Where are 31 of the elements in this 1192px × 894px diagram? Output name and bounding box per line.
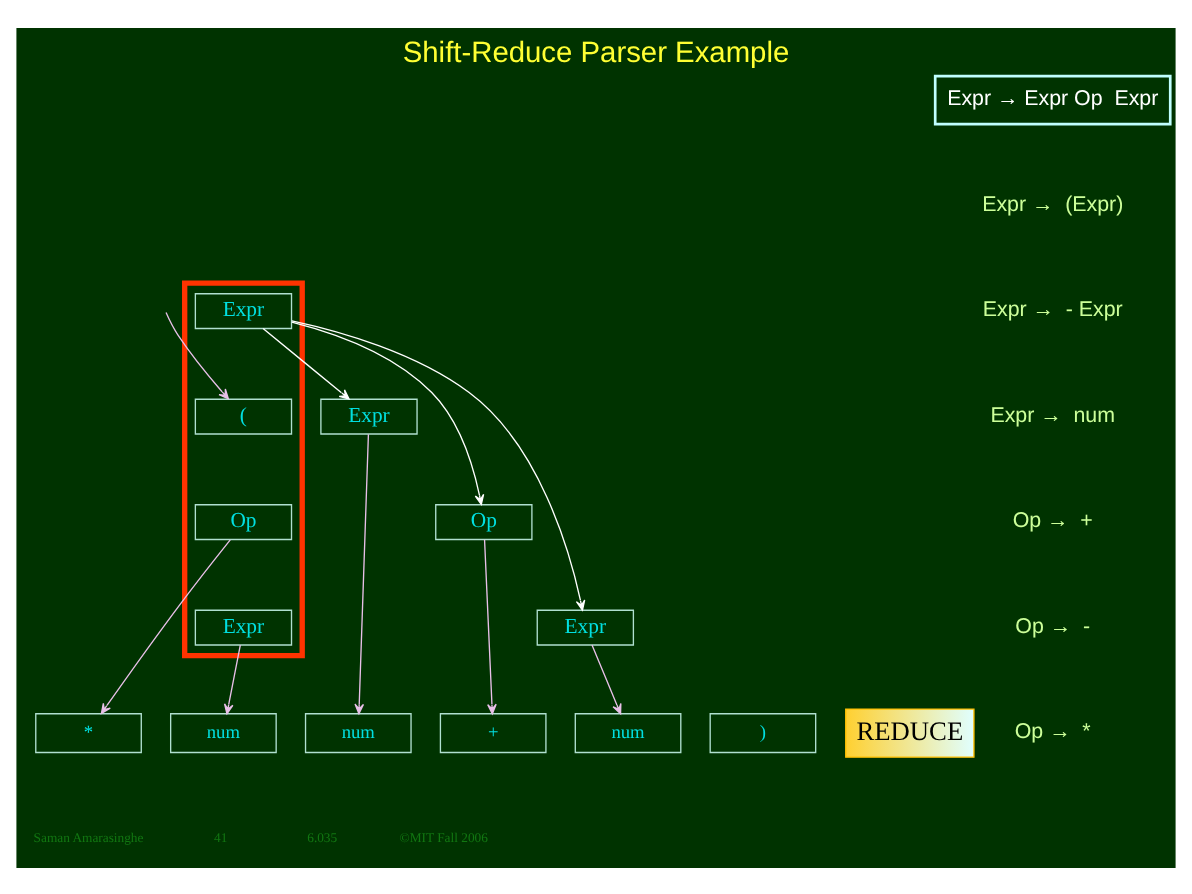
node-box: Expr [320, 397, 418, 434]
node-box: Expr [194, 608, 293, 645]
arrow [483, 538, 497, 714]
label: Expr → (Expr) [982, 191, 1124, 216]
arrow [100, 538, 231, 713]
cluster [182, 279, 305, 658]
node-box: Expr [194, 292, 293, 329]
node-box: num [170, 712, 277, 753]
node-box: Expr → Expr Op Expr [933, 73, 1172, 125]
node-box: Expr [536, 608, 635, 645]
node-box: REDUCE [845, 707, 975, 757]
node-box: + [439, 712, 547, 753]
label: Op → - [1015, 613, 1091, 638]
node-box: Op [435, 503, 533, 540]
diagram-title: Shift-Reduce Parser Example [402, 37, 790, 70]
node-box: ) [709, 712, 817, 753]
node-box: Op [194, 503, 293, 540]
label: Op → + [1012, 508, 1093, 533]
node-box: ( [194, 397, 293, 434]
arrow [354, 432, 370, 714]
node-box: num [574, 712, 682, 753]
node-box: num [304, 712, 412, 753]
arrow [291, 319, 586, 610]
label: Expr → num [990, 402, 1116, 427]
arrow [591, 643, 622, 714]
arrow [262, 326, 350, 399]
arrow [291, 320, 485, 505]
node-box: * [35, 712, 142, 753]
label: Expr → - Expr [982, 297, 1123, 322]
label: Op → * [1014, 719, 1091, 744]
arrow [223, 643, 241, 714]
